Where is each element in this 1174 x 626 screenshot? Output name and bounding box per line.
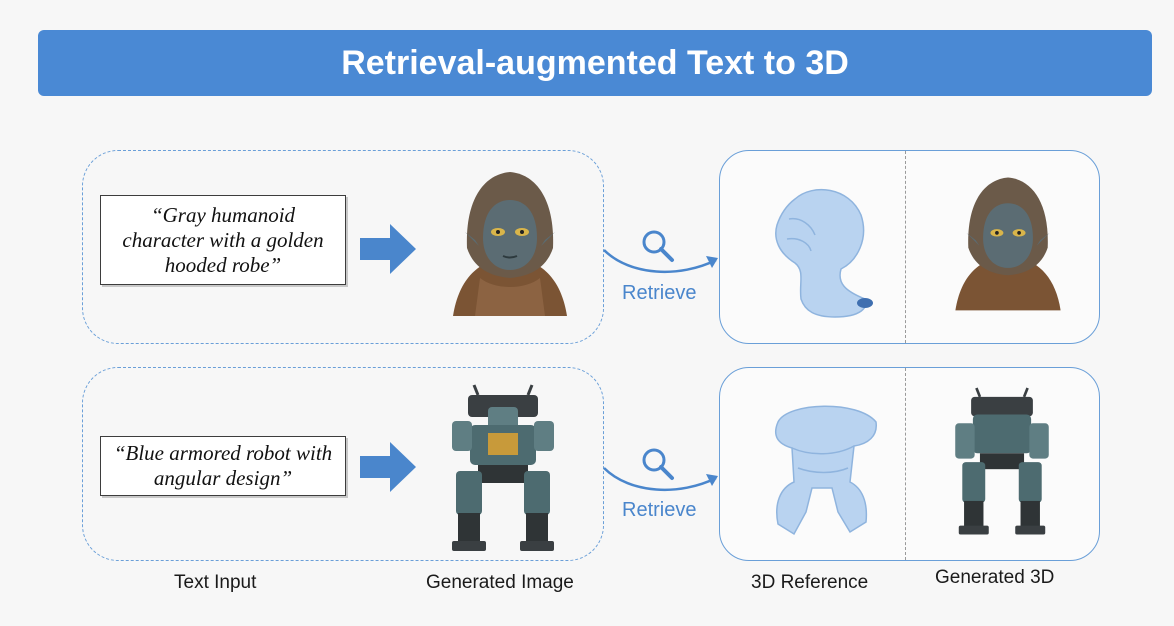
- prompt-text-row2: “Blue armored robot with angular design”: [113, 441, 333, 490]
- retrieve-label-row1: Retrieve: [622, 282, 697, 304]
- caption-generated-3d: Generated 3D: [935, 567, 1055, 588]
- magnifier-icon: [642, 230, 674, 262]
- block-arrow-icon: [360, 442, 416, 492]
- text-prompt-row2: “Blue armored robot with angular design”: [100, 436, 346, 496]
- generated-image-character: [453, 172, 567, 316]
- input-panel-row1: [82, 150, 604, 344]
- reference-mesh-robot: [774, 405, 877, 536]
- reference-mesh-head: [775, 188, 873, 318]
- prompt-text-row1: “Gray humanoid character with a golden h…: [122, 202, 324, 277]
- panel-divider-row1: [905, 151, 906, 343]
- magnifier-icon: [642, 448, 674, 480]
- title-banner: Retrieval-augmented Text to 3D: [38, 30, 1152, 96]
- generated-3d-character: [955, 177, 1061, 311]
- curved-arrow-icon: [603, 467, 718, 492]
- output-panel-row1: [719, 150, 1100, 344]
- block-arrow-icon: [360, 224, 416, 274]
- panel-divider-row2: [905, 368, 906, 560]
- curved-arrow-icon: [603, 249, 718, 274]
- caption-3d-reference: 3D Reference: [751, 572, 869, 593]
- caption-generated-image: Generated Image: [426, 572, 574, 593]
- caption-text-input: Text Input: [174, 572, 257, 593]
- retrieve-label-row2: Retrieve: [622, 499, 697, 521]
- text-prompt-row1: “Gray humanoid character with a golden h…: [100, 195, 346, 285]
- input-panel-row2: [82, 367, 604, 561]
- page-title: Retrieval-augmented Text to 3D: [341, 43, 849, 82]
- generated-3d-robot: [955, 387, 1049, 535]
- output-panel-row2: [719, 367, 1100, 561]
- generated-image-robot: [452, 384, 554, 551]
